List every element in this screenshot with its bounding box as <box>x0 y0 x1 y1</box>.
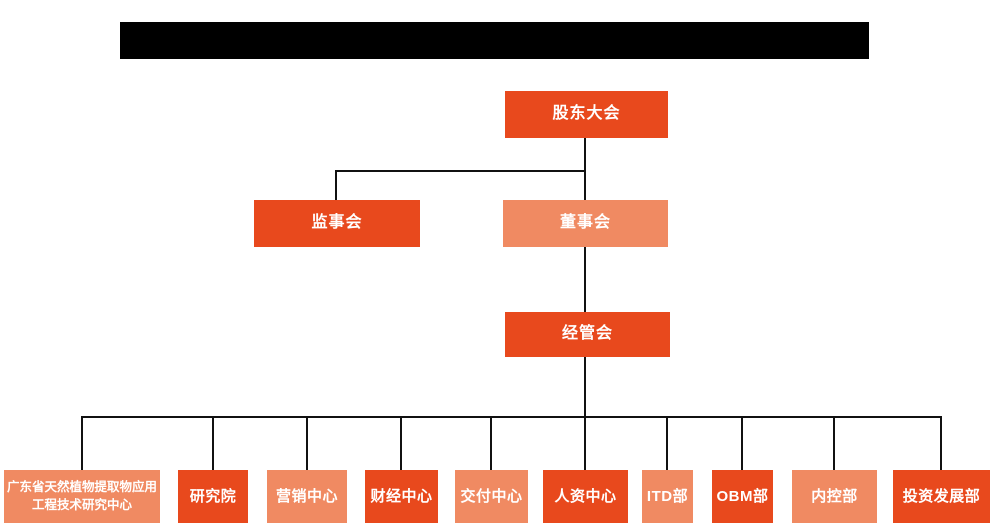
connector-branch-horizontal <box>335 170 586 172</box>
connector-management-to-rail <box>584 357 586 417</box>
connector-drop-delivery-center <box>490 416 492 470</box>
redacted-title-bar <box>120 22 869 59</box>
node-research-institute: 研究院 <box>178 470 248 523</box>
connector-root-down <box>584 137 586 200</box>
node-itd-department: ITD部 <box>642 470 693 523</box>
node-shareholders-meeting: 股东大会 <box>505 91 668 138</box>
connector-drop-marketing-center <box>306 416 308 470</box>
connector-drop-internal-control <box>833 416 835 470</box>
node-obm-department: OBM部 <box>712 470 773 523</box>
node-finance-center: 财经中心 <box>365 470 438 523</box>
connector-departments-rail <box>81 416 942 418</box>
node-management-committee: 经管会 <box>505 312 670 357</box>
node-investment-development-department: 投资发展部 <box>893 470 990 523</box>
node-marketing-center: 营销中心 <box>267 470 347 523</box>
node-board-of-directors: 董事会 <box>503 200 668 247</box>
connector-drop-investment-dev <box>940 416 942 470</box>
node-delivery-center: 交付中心 <box>455 470 528 523</box>
node-guangdong-plant-extract-research-center: 广东省天然植物提取物应用工程技术研究中心 <box>4 470 160 523</box>
connector-drop-research-institute <box>212 416 214 470</box>
node-internal-control-department: 内控部 <box>792 470 877 523</box>
connector-drop-finance-center <box>400 416 402 470</box>
connector-board-to-management <box>584 247 586 312</box>
connector-drop-hr-center <box>584 416 586 470</box>
connector-drop-research-center <box>81 416 83 470</box>
node-supervisory-board: 监事会 <box>254 200 420 247</box>
node-hr-center: 人资中心 <box>543 470 628 523</box>
connector-drop-obm-department <box>741 416 743 470</box>
connector-drop-itd-department <box>666 416 668 470</box>
connector-supervisory-drop <box>335 170 337 200</box>
